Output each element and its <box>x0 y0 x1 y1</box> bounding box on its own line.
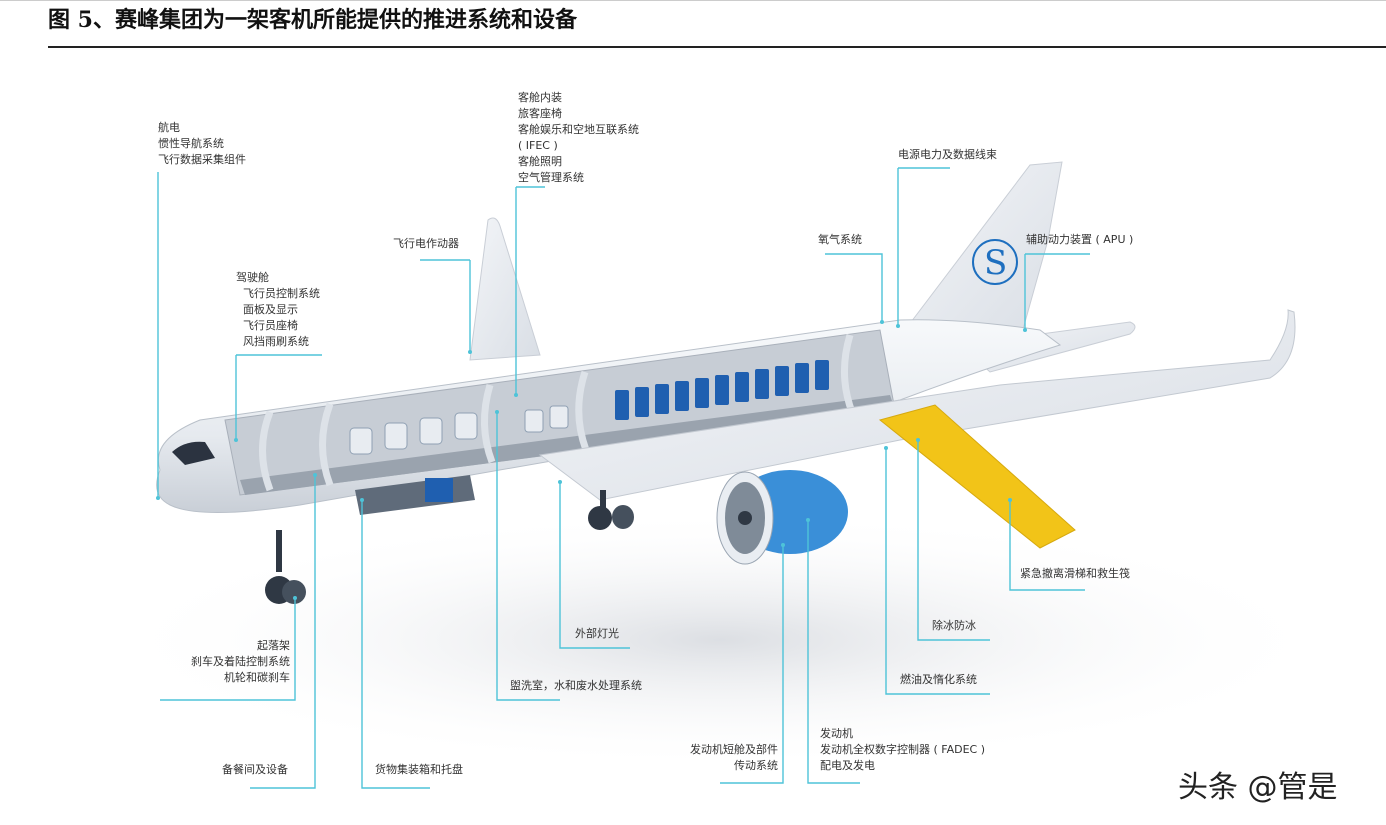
leader-cargo <box>361 500 430 789</box>
cockpit-window <box>172 441 215 465</box>
leader-nacelle <box>720 545 784 784</box>
evacuation-slide <box>878 404 1076 549</box>
label-landing-gear: 起落架 刹车及着陆控制系统 机轮和碳刹车 <box>191 639 290 684</box>
main-gear <box>588 490 634 530</box>
leader-galley <box>250 475 316 789</box>
label-oxygen: 氧气系统 <box>818 233 862 246</box>
label-galley: 备餐间及设备 <box>222 763 288 776</box>
cabin-floor <box>240 395 895 495</box>
far-wing <box>469 217 541 361</box>
label-avionics: 航电 惯性导航系统 飞行数据采集组件 <box>158 121 246 166</box>
title-rule <box>48 46 1386 48</box>
bulkheads <box>259 333 856 492</box>
label-power-wiring: 电源电力及数据线束 <box>898 148 997 161</box>
leader-lighting <box>559 482 630 649</box>
leader-landing-gear <box>160 598 296 701</box>
safran-s-logo: S <box>972 239 1018 285</box>
engine <box>716 470 848 565</box>
label-cargo: 货物集装箱和托盘 <box>375 763 463 776</box>
leader-oxygen <box>825 253 883 322</box>
watermark: 头条 @管是 <box>1178 770 1338 805</box>
label-slide: 紧急撤离滑梯和救生筏 <box>1020 567 1130 580</box>
label-fuel: 燃油及惰化系统 <box>900 673 977 686</box>
ground-shadow <box>100 510 1340 770</box>
label-engine: 发动机 发动机全权数字控制器 ( FADEC ) 配电及发电 <box>820 727 986 772</box>
label-apu: 辅助动力装置 ( APU ) <box>1026 233 1134 246</box>
economy-seats <box>615 360 829 420</box>
leader-fuel <box>885 448 990 695</box>
label-exterior-lighting: 外部灯光 <box>575 627 619 640</box>
leader-deicing <box>917 440 990 641</box>
cargo-container <box>425 478 453 502</box>
top-border <box>0 0 1386 1</box>
leader-slide <box>1009 500 1085 591</box>
label-cabin: 客舱内装 旅客座椅 客舱娱乐和空地互联系统 ( IFEC ) 客舱照明 空气管理… <box>518 91 639 184</box>
figure-title: 图 5、赛峰集团为一架客机所能提供的推进系统和设备 <box>48 7 577 33</box>
near-wing <box>538 309 1296 501</box>
label-deicing: 除冰防冰 <box>932 619 976 632</box>
leader-lines <box>156 167 1090 789</box>
leader-lavatory <box>496 412 560 701</box>
leader-engine <box>807 520 860 784</box>
label-nacelle: 发动机短舱及部件 传动系统 <box>690 743 778 772</box>
svg-text:S: S <box>984 243 1007 283</box>
label-actuators: 飞行电作动器 <box>393 237 459 250</box>
label-lavatory: 盥洗室，水和废水处理系统 <box>510 679 642 692</box>
business-seats <box>349 405 569 455</box>
label-cockpit: 驾驶舱 飞行员控制系统 面板及显示 飞行员座椅 风挡雨刷系统 <box>236 271 320 348</box>
nose-gear <box>265 530 306 604</box>
